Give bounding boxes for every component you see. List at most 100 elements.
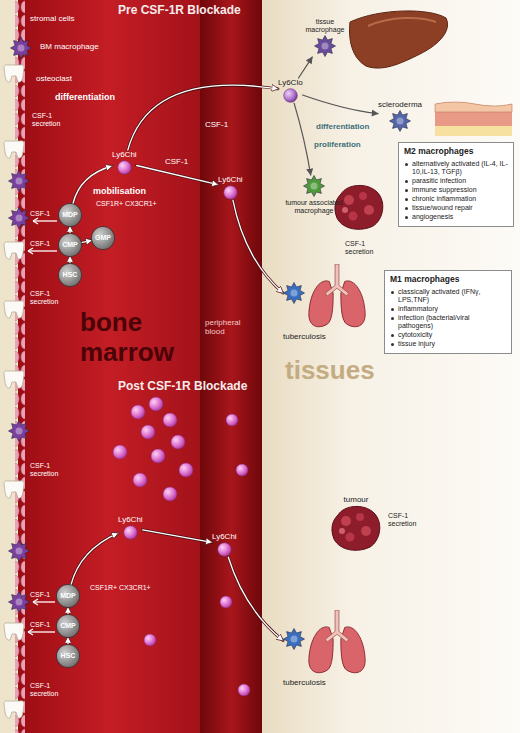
connector bbox=[71, 533, 118, 585]
blood-vessel bbox=[200, 0, 262, 733]
progenitor-cell: CMP bbox=[59, 234, 81, 256]
monocyte-symbol bbox=[223, 185, 238, 200]
annotation-label: CSF-1 bbox=[30, 621, 50, 629]
connector bbox=[233, 200, 283, 293]
info-box: M2 macrophages alternatively activated (I… bbox=[398, 142, 514, 227]
bullet-row: inflammatory bbox=[390, 305, 506, 313]
bullet-dot bbox=[391, 334, 394, 337]
lungs bbox=[309, 610, 365, 673]
annotation-label: CSF-1 secretion bbox=[345, 240, 387, 256]
region-label: tissues bbox=[285, 356, 375, 386]
annotation-label: CSF-1 secretion bbox=[30, 290, 74, 306]
connector bbox=[68, 607, 69, 615]
region-label: bone marrow bbox=[80, 308, 198, 368]
progenitor-cell: HSC bbox=[57, 645, 79, 667]
bullet-dot bbox=[405, 180, 408, 183]
bm-macrophages bbox=[9, 38, 32, 613]
bullet-text: classically activated (IFNγ, LPS,TNF) bbox=[398, 288, 506, 304]
osteoclasts bbox=[4, 65, 24, 718]
bullet-dot bbox=[405, 198, 408, 201]
info-box: M1 macrophages classically activated (IFN… bbox=[384, 270, 512, 354]
bullet-row: classically activated (IFNγ, LPS,TNF) bbox=[390, 288, 506, 304]
connector bbox=[73, 166, 112, 204]
bullet-row: immune suppression bbox=[404, 186, 508, 194]
bullet-text: angiogenesis bbox=[412, 213, 453, 221]
bullet-row: alternatively activated (IL-4, IL-10,IL-… bbox=[404, 160, 508, 176]
box-heading: M2 macrophages bbox=[404, 147, 508, 157]
cell-label: tumour bbox=[344, 495, 369, 504]
bullet-row: cytotoxicity bbox=[390, 331, 506, 339]
connector-label: CSF-1 bbox=[165, 157, 188, 166]
connector-label: proliferation bbox=[314, 140, 361, 149]
annotation-label: osteoclast bbox=[36, 74, 72, 83]
bullet-text: infection (bacterial/viral pathogens) bbox=[398, 314, 506, 330]
bullet-text: immune suppression bbox=[412, 186, 477, 194]
annotation-label: CSF-1 secretion bbox=[30, 682, 74, 698]
tumour-symbol bbox=[330, 505, 382, 551]
connector bbox=[128, 85, 278, 150]
box-heading: M1 macrophages bbox=[390, 275, 506, 285]
bullet-row: angiogenesis bbox=[404, 213, 508, 221]
cell-label: CMP bbox=[60, 622, 76, 630]
cell-label: Ly6Chi bbox=[118, 515, 143, 524]
marker-label: CSF1R+ CX3CR1+ bbox=[90, 584, 151, 592]
bullet-text: alternatively activated (IL-4, IL-10,IL-… bbox=[412, 160, 508, 176]
csf1-arrows bbox=[28, 218, 57, 635]
monocyte-cluster bbox=[113, 397, 250, 696]
monocyte-symbol bbox=[123, 525, 138, 540]
lungs bbox=[309, 264, 365, 327]
connector bbox=[143, 530, 212, 543]
macrophage-cell: tissue macrophage bbox=[300, 18, 350, 57]
connector bbox=[68, 637, 69, 645]
bullet-row: chronic inflammation bbox=[404, 195, 508, 203]
connector-label: mobilisation bbox=[93, 186, 146, 196]
macrophage-symbol bbox=[283, 628, 305, 650]
macrophage-symbol bbox=[303, 175, 325, 197]
cell-label: scleroderma bbox=[378, 100, 422, 109]
cell-label: HSC bbox=[61, 652, 76, 660]
bullet-dot bbox=[405, 207, 408, 210]
bullet-dot bbox=[405, 216, 408, 219]
connector bbox=[299, 57, 313, 78]
connector bbox=[137, 166, 218, 185]
macrophage-symbol bbox=[283, 282, 305, 304]
progenitor-cell: MDP bbox=[59, 204, 81, 226]
annotation-label: CSF-1 bbox=[205, 120, 228, 129]
progenitor-cell: CMP bbox=[57, 615, 79, 637]
annotation-label: BM macrophage bbox=[40, 42, 99, 51]
tumour-illustration bbox=[335, 185, 383, 229]
macrophage-cell: tumour associated macrophage bbox=[285, 175, 343, 215]
monocyte-cell: Ly6Clo bbox=[278, 78, 303, 103]
monocyte-symbol bbox=[117, 160, 132, 175]
progenitor-cell: GMP bbox=[92, 227, 114, 249]
annotation-label: stromal cells bbox=[30, 14, 74, 23]
marker-label: CSF1R+ CX3CR1+ bbox=[96, 200, 157, 208]
connector bbox=[303, 95, 378, 114]
macrophage-cell: scleroderma bbox=[378, 100, 422, 132]
connector-label: differentiation bbox=[55, 92, 115, 102]
bullet-dot bbox=[391, 291, 394, 294]
cell-label: GMP bbox=[95, 234, 111, 242]
monocyte-cell: Ly6Chi bbox=[118, 515, 143, 540]
bullet-text: cytotoxicity bbox=[398, 331, 432, 339]
bullet-row: parasitic infection bbox=[404, 177, 508, 185]
cell-label: Ly6Chi bbox=[212, 532, 237, 541]
bullet-dot bbox=[405, 163, 408, 166]
macrophage-cell: tuberculosis bbox=[283, 282, 326, 341]
cell-label: Ly6Chi bbox=[112, 150, 137, 159]
annotation-label: CSF-1 bbox=[30, 240, 50, 248]
tumour: tumour bbox=[330, 495, 382, 551]
connector-label: differentiation bbox=[316, 122, 369, 131]
bone-marrow-region bbox=[18, 0, 200, 733]
macrophage-symbol bbox=[314, 35, 336, 57]
bullet-text: inflammatory bbox=[398, 305, 438, 313]
annotation-label: CSF-1 bbox=[30, 210, 50, 218]
cell-label: MDP bbox=[60, 592, 76, 600]
annotation-label: CSF-1 secretion bbox=[30, 462, 74, 478]
progenitor-cell: HSC bbox=[59, 264, 81, 286]
bullet-row: tissue/wound repair bbox=[404, 204, 508, 212]
annotation-label: CSF-1 secretion bbox=[32, 112, 76, 128]
section-title: Pre CSF-1R Blockade bbox=[118, 4, 241, 18]
bullet-dot bbox=[391, 343, 394, 346]
cell-label: CMP bbox=[62, 241, 78, 249]
